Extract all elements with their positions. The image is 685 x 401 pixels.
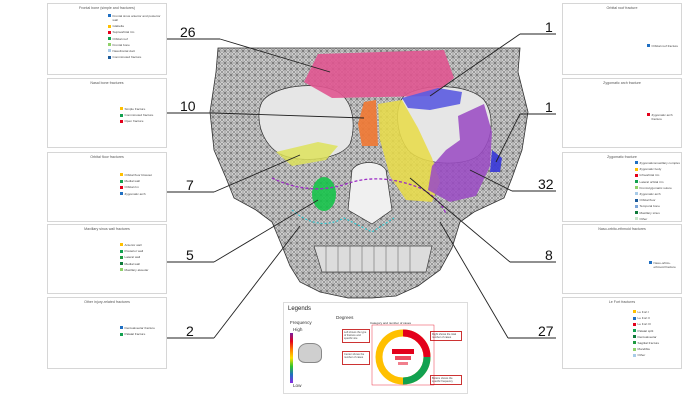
region-maxillary (378, 100, 440, 202)
degrees-title: Degrees (336, 315, 354, 320)
card-noe: Naso-orbito-ethmoid fractures Naso-orbit… (562, 224, 682, 294)
legend-item: Maxillary alveolar (124, 267, 149, 272)
legend-item: Frontal sinus anterior and posterior wal… (112, 14, 161, 22)
card-nasal: Nasal bone fractures Simple fracture Com… (47, 78, 167, 148)
legend-item: Mandible (637, 347, 651, 352)
legend-item: Zygomatic body (639, 167, 662, 172)
card-title: Other injury-related fractures (84, 300, 130, 304)
legend-item: Simple fracture (124, 107, 146, 111)
legend-item: Temporal bone (639, 204, 660, 209)
card-orbital-roof: Orbital roof fracture Orbital roof fract… (562, 3, 682, 75)
legend-item: Medial wall (124, 179, 140, 184)
legend-item: Zygomatic arch (124, 191, 146, 196)
legend-note-left-2: Center shows the number of cases (342, 351, 370, 365)
mini-skull-icon (298, 343, 322, 363)
card-title: Frontal bone (simple and fractures) (79, 6, 135, 10)
legend-item: Anterior wall (124, 243, 142, 247)
left-orbit (258, 85, 354, 160)
legend-item: Frontozygomatic suture (639, 185, 672, 190)
frequency-gradient-bar (290, 333, 293, 383)
legend-item: Dentoalveolar fracture (124, 326, 155, 330)
count-orbital-roof: 1 (545, 19, 553, 35)
card-title: Naso-orbito-ethmoid fractures (598, 227, 646, 231)
legend-item: Glabella (112, 24, 124, 29)
count-maxillary: 5 (186, 247, 194, 263)
legend-item: Infraorbital rim (639, 173, 660, 178)
card-title: Le Fort fractures (608, 300, 636, 304)
legend-item: Nasofrontal duct (112, 48, 136, 53)
legend-item: Orbital floor blowout (124, 173, 153, 177)
legend-item: Dentoalveolar (637, 334, 657, 339)
legend-note-bottom: Bottom shows the specific frequency (430, 375, 462, 385)
card-title: Orbital floor fractures (90, 155, 124, 159)
legend-item: Maxillary sinus (639, 210, 660, 215)
legend-item: Posterior wall (124, 249, 144, 254)
legend-item: Sagittal fracture (637, 340, 660, 345)
card-other: Other injury-related fractures Dentoalve… (47, 297, 167, 369)
legend-item: Orbital roof fracture (651, 44, 679, 48)
count-noe: 8 (545, 247, 553, 263)
high-label: High (293, 327, 303, 332)
legend-item: Orbital roof (112, 36, 128, 41)
card-zygomatic-arch: Zygomatic arch fracture Zygomatic arch f… (562, 78, 682, 148)
legend-item: Zygomaticomaxillary complex (639, 161, 681, 165)
legend-item: Supraorbital rim (112, 30, 135, 35)
legend-note-left: Left shows the type of fracture and spec… (342, 329, 370, 343)
legend-item: Orbital rim (124, 185, 139, 190)
card-maxillary: Maxillary sinus wall fractures Anterior … (47, 224, 167, 294)
legend-item: Comminuted fracture (112, 55, 142, 60)
region-frontal (304, 50, 454, 98)
legend-item: Comminuted fracture (124, 113, 154, 118)
frequency-label: Frequency (290, 320, 312, 325)
legend-item: Palatal split (637, 328, 654, 333)
low-label: Low (293, 383, 302, 388)
count-zygomatic-arch: 1 (545, 99, 553, 115)
legend-item: Lateral wall (124, 255, 141, 260)
card-title: Nasal bone fractures (90, 81, 124, 85)
legend-note-right: Right shows the total number of cases (430, 331, 462, 341)
count-frontal: 26 (180, 24, 196, 40)
degrees-subtitle: Category and number of cases (370, 321, 412, 325)
legend-item: Lateral orbital rim (639, 179, 664, 184)
legend-item: Le Fort I (637, 310, 650, 314)
count-nasal: 10 (180, 98, 196, 114)
legend-item: Other (639, 216, 648, 221)
legends-title: Legends (288, 306, 312, 312)
card-title: Orbital roof fracture (606, 6, 638, 10)
count-zygomatic: 32 (538, 176, 554, 192)
legend-item: Le Fort II (637, 316, 650, 321)
legend-item: Open fracture (124, 119, 144, 124)
legend-item: Zygomatic arch (639, 191, 661, 196)
legend-item: Orbital floor (639, 198, 656, 203)
legend-item: Le Fort III (637, 322, 651, 327)
count-le-fort: 27 (538, 323, 554, 339)
legend-item: Other (637, 353, 646, 358)
card-orbital-floor: Orbital floor fractures Orbital floor bl… (47, 152, 167, 222)
region-nasal (358, 100, 378, 146)
count-orbital-floor: 7 (186, 177, 194, 193)
card-le-fort: Le Fort fractures Le Fort I Le Fort II L… (562, 297, 682, 369)
count-other: 2 (186, 323, 194, 339)
legends-panel: Legends Frequency High Low Degrees Categ… (283, 302, 468, 394)
card-title: Maxillary sinus wall fractures (84, 227, 130, 231)
degrees-diagram (371, 324, 435, 386)
legend-item: Medial wall (124, 261, 140, 266)
card-zygomatic: Zygomatic fracture Zygomaticomaxillary c… (562, 152, 682, 222)
nasal-cavity (347, 162, 393, 225)
card-frontal: Frontal bone (simple and fractures) Fron… (47, 3, 167, 75)
card-title: Zygomatic fracture (607, 155, 637, 159)
teeth-row (313, 245, 433, 273)
legend-item: Naso-orbito-ethmoid fracture (653, 261, 676, 269)
legend-item: Zygomatic arch fracture (651, 113, 673, 121)
card-title: Zygomatic arch fracture (603, 81, 641, 85)
legend-item: Frontal bone (112, 42, 130, 47)
legend-item: Palatal fracture (124, 332, 146, 337)
